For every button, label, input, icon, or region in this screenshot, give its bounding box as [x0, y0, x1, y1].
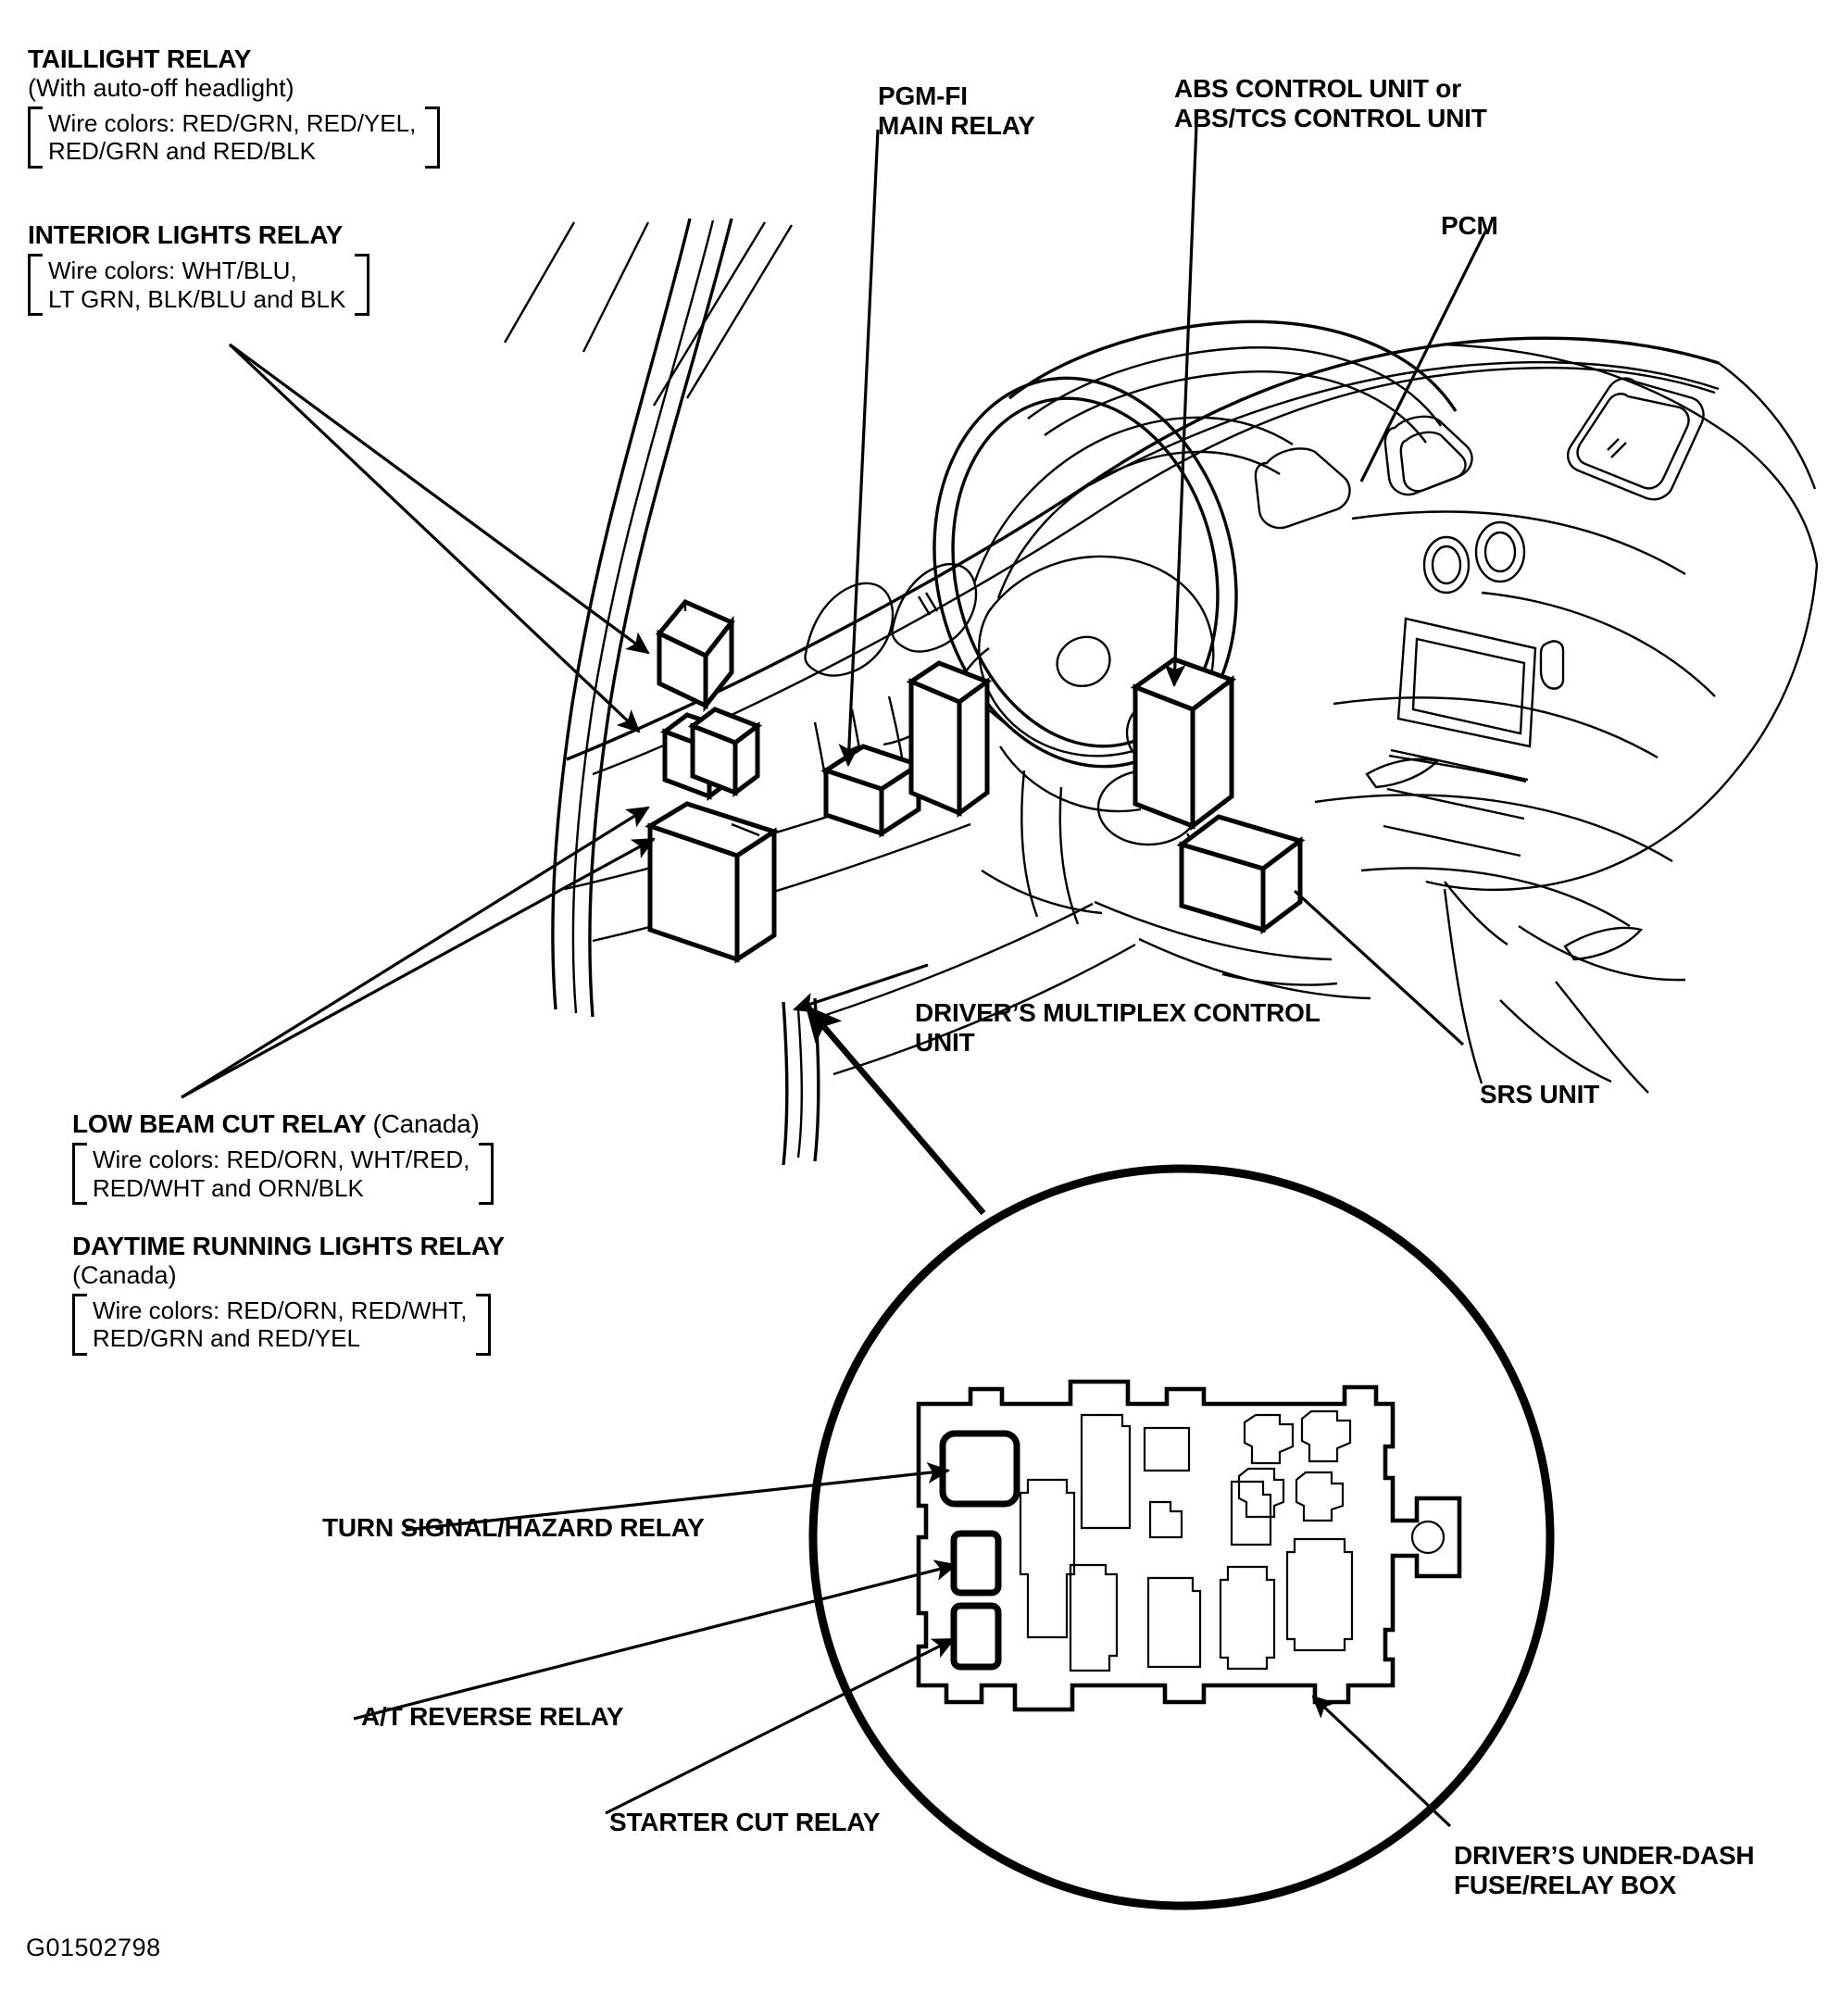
at-reverse-relay-line-1: A/T REVERSE RELAY — [361, 1702, 624, 1731]
right-dash-detail — [1365, 758, 1644, 961]
leader-detail-callout — [805, 1005, 986, 1216]
unit-abs-control-box — [1130, 657, 1237, 832]
interior-lights-relay-wire-line-2: LT GRN, BLK/BLU and BLK — [48, 284, 346, 313]
label-pcm: PCM — [1441, 211, 1498, 241]
daytime-running-lights-relay-wire-colors: Wire colors: RED/ORN, RED/WHT, RED/GRN a… — [72, 1293, 492, 1357]
daytime-running-lights-relay-wire-line-2: RED/GRN and RED/YEL — [93, 1324, 360, 1353]
fuse-box-cavities — [1019, 1409, 1446, 1672]
low-beam-cut-relay-wire-line-2: RED/WHT and ORN/BLK — [93, 1173, 364, 1202]
a-pillar-inner — [571, 219, 715, 1014]
center-vents — [1254, 415, 1473, 530]
drivers-multiplex-control-unit-line-2: UNIT — [915, 1028, 975, 1058]
windshield-lines — [503, 221, 794, 407]
turn-signal-hazard-relay-line-1: TURN SIGNAL/HAZARD RELAY — [322, 1513, 705, 1542]
instrument-hood — [1008, 319, 1458, 412]
leader-srs-unit — [1293, 889, 1465, 1046]
drivers-multiplex-control-unit-line-1: DRIVER’S MULTIPLEX CONTROL — [915, 998, 1321, 1027]
gauge-pod — [972, 416, 1294, 599]
low-beam-cut-relay-title-row: LOW BEAM CUT RELAY (Canada) — [72, 1109, 494, 1139]
label-daytime-running-lights-relay: DAYTIME RUNNING LIGHTS RELAY (Canada) Wi… — [72, 1232, 505, 1357]
leader-starter-cut-relay — [605, 1637, 956, 1815]
right-lower-panel — [1443, 888, 1686, 1084]
low-beam-cut-relay-wire-line-1: Wire colors: RED/ORN, WHT/RED, — [93, 1145, 470, 1173]
under-dash-fuse-relay-box-line-2: FUSE/RELAY BOX — [1454, 1871, 1676, 1900]
interior-lights-relay-wire-colors: Wire colors: WHT/BLU, LT GRN, BLK/BLU an… — [28, 253, 370, 317]
steering-wheel-rim — [933, 376, 1238, 769]
abs-control-unit-line-1: ABS CONTROL UNIT or — [1174, 74, 1461, 103]
leader-pgm-fi-main-relay — [838, 129, 880, 768]
figure-id-code: G01502798 — [26, 1934, 161, 1961]
label-taillight-relay: TAILLIGHT RELAY (With auto-off headlight… — [28, 44, 441, 169]
leader-pcm — [1359, 231, 1487, 482]
fuse-box-slot-turn-signal — [939, 1430, 1020, 1508]
fuse-box-slot-at-reverse — [950, 1530, 1002, 1597]
dash-right-face — [1314, 343, 1819, 892]
a-pillar — [551, 218, 733, 1018]
abs-control-unit-line-2: ABS/TCS CONTROL UNIT — [1174, 104, 1487, 133]
dash-top-edge — [566, 336, 1720, 761]
leader-at-reverse-relay — [353, 1559, 958, 1721]
center-stack — [1383, 617, 1565, 858]
pgm-fi-main-relay-line-2: MAIN RELAY — [878, 111, 1035, 141]
interior-lights-relay-wire-line-1: Wire colors: WHT/BLU, — [48, 256, 297, 284]
low-beam-cut-relay-title-suffix: (Canada) — [372, 1109, 480, 1138]
leader-drivers-multiplex-control-unit — [792, 963, 929, 1013]
leader-low-beam-cut-relay — [181, 806, 650, 1099]
taillight-relay-subtitle: (With auto-off headlight) — [28, 73, 294, 102]
label-turn-signal-hazard-relay: TURN SIGNAL/HAZARD RELAY — [322, 1513, 705, 1543]
label-low-beam-cut-relay: LOW BEAM CUT RELAY (Canada) Wire colors:… — [72, 1109, 494, 1206]
fuse-box-slot-starter-cut — [950, 1602, 1002, 1671]
relay-pgm-fi-box — [820, 744, 924, 838]
right-air-vent — [1567, 377, 1705, 501]
under-dash-fuse-relay-box-line-1: DRIVER’S UNDER-DASH — [1454, 1841, 1755, 1870]
taillight-relay-wire-line-1: Wire colors: RED/GRN, RED/YEL, — [48, 108, 417, 137]
label-pgm-fi-main-relay: PGM-FI MAIN RELAY — [878, 81, 1035, 142]
taillight-relay-title: TAILLIGHT RELAY — [28, 44, 252, 73]
low-beam-cut-relay-wire-colors: Wire colors: RED/ORN, WHT/RED, RED/WHT a… — [72, 1142, 494, 1206]
srs-unit-line-1: SRS UNIT — [1480, 1080, 1600, 1108]
starter-cut-relay-line-1: STARTER CUT RELAY — [609, 1808, 881, 1836]
label-drivers-multiplex-control-unit: DRIVER’S MULTIPLEX CONTROL UNIT — [915, 998, 1321, 1058]
leader-turn-signal-hazard-relay — [405, 1461, 951, 1532]
label-drivers-under-dash-fuse-relay-box: DRIVER’S UNDER-DASH FUSE/RELAY BOX — [1454, 1841, 1755, 1901]
dash-top-inner — [592, 360, 1720, 776]
pcm-line-1: PCM — [1441, 211, 1498, 240]
label-starter-cut-relay: STARTER CUT RELAY — [609, 1808, 880, 1837]
unit-srs-box — [1176, 814, 1306, 934]
daytime-running-lights-relay-wire-line-1: Wire colors: RED/ORN, RED/WHT, — [93, 1296, 468, 1324]
label-abs-control-unit: ABS CONTROL UNIT or ABS/TCS CONTROL UNIT — [1174, 74, 1487, 134]
relay-interior-lights-box — [659, 707, 763, 801]
interior-lights-relay-title: INTERIOR LIGHTS RELAY — [28, 220, 344, 249]
hvac-dials — [1422, 520, 1526, 595]
fuse-relay-box-outline — [916, 1379, 1462, 1712]
label-srs-unit: SRS UNIT — [1480, 1080, 1599, 1109]
dash-creases-right — [1351, 510, 1686, 1094]
low-beam-cut-relay-title: LOW BEAM CUT RELAY — [72, 1109, 366, 1138]
relay-upright-box — [906, 660, 993, 818]
relay-taillight-box — [656, 598, 735, 713]
pgm-fi-main-relay-line-1: PGM-FI — [878, 81, 968, 110]
leader-interior-lights-relay — [228, 343, 641, 733]
leader-daytime-running-lights-relay — [181, 837, 656, 1099]
taillight-relay-wire-colors: Wire colors: RED/GRN, RED/YEL, RED/GRN a… — [28, 106, 441, 169]
label-interior-lights-relay: INTERIOR LIGHTS RELAY Wire colors: WHT/B… — [28, 220, 370, 317]
daytime-running-lights-relay-title: DAYTIME RUNNING LIGHTS RELAY — [72, 1232, 505, 1260]
daytime-running-lights-relay-subtitle: (Canada) — [72, 1260, 177, 1289]
leader-under-dash-fuse-relay-box — [1311, 1695, 1452, 1828]
leader-abs-control-unit — [1164, 123, 1198, 688]
leader-taillight-relay — [229, 343, 650, 655]
label-at-reverse-relay: A/T REVERSE RELAY — [361, 1702, 624, 1732]
relay-low-beam-drl-box — [645, 801, 780, 964]
taillight-relay-wire-line-2: RED/GRN and RED/BLK — [48, 137, 316, 166]
